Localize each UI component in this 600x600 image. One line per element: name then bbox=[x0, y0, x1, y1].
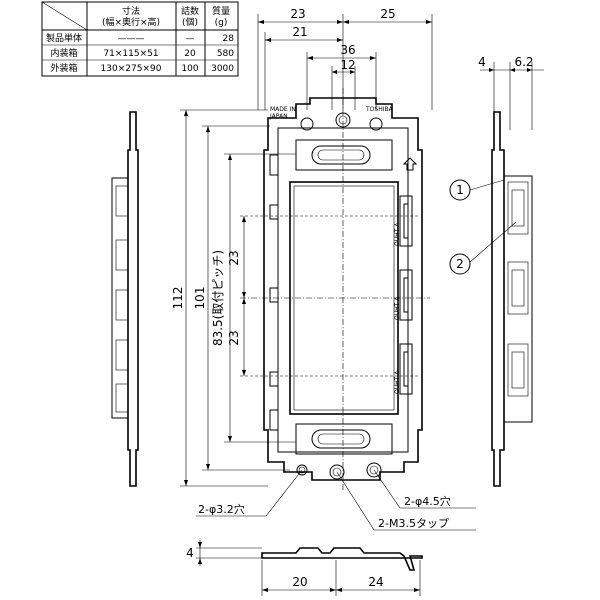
dim-pitch: 83.5(取付ピッチ) bbox=[211, 250, 225, 346]
row-mass: 580 bbox=[217, 49, 234, 59]
callout-hole-large: 2-φ4.5穴 bbox=[404, 494, 451, 508]
header-dims-sub: (幅×奥行×高) bbox=[102, 16, 160, 28]
header-mass-sub: (g) bbox=[215, 18, 228, 28]
tap-bottom bbox=[329, 464, 345, 480]
frame-inner-band bbox=[277, 127, 409, 453]
row-label: 外装箱 bbox=[50, 62, 77, 74]
side-body-right bbox=[503, 175, 533, 423]
marking-made-in: MADE IN bbox=[270, 106, 296, 113]
dim-spacing-lower: 23 bbox=[227, 330, 241, 345]
marker-2-label: 2 bbox=[456, 257, 464, 271]
left-side-tabs bbox=[269, 154, 279, 431]
hole-bottom-right bbox=[366, 462, 382, 478]
top-bridge bbox=[295, 139, 393, 171]
marker-2 bbox=[449, 253, 471, 275]
bottom-profile bbox=[261, 547, 423, 571]
left-side-profile bbox=[111, 111, 139, 487]
callout-tap: 2-M3.5タップ bbox=[378, 517, 449, 530]
hole-callouts: 2-φ3.2穴 2-φ4.5穴 2-M3.5タップ bbox=[196, 469, 476, 531]
hole-bottom-left bbox=[296, 464, 308, 476]
dim-bottom-24: 24 bbox=[368, 575, 383, 589]
header-qty: 詰数 bbox=[181, 5, 199, 17]
hole-top-right bbox=[369, 117, 383, 131]
marking-japan: JAPAN bbox=[269, 113, 288, 120]
dim-height-112: 112 bbox=[171, 287, 185, 310]
dim-bottom-4: 4 bbox=[186, 546, 194, 560]
row-dims: 71×115×51 bbox=[103, 49, 158, 59]
marker-2-leader bbox=[469, 221, 517, 263]
header-mass: 質量 bbox=[212, 5, 230, 17]
dim-height-101: 101 bbox=[193, 287, 207, 310]
side-body-left bbox=[111, 177, 129, 419]
bottom-slot bbox=[311, 429, 371, 449]
marker-1-leader bbox=[469, 179, 505, 191]
dim-spacing-upper: 23 bbox=[227, 250, 241, 265]
dim-top-left: 23 bbox=[290, 7, 305, 21]
top-dimensions: 23 25 21 36 12 bbox=[257, 7, 433, 110]
bottom-bridge bbox=[295, 423, 393, 455]
side-plate-left bbox=[127, 111, 139, 487]
up-arrow-icon bbox=[402, 157, 418, 171]
dim-side-4: 4 bbox=[478, 55, 486, 69]
row-qty: — bbox=[186, 34, 195, 44]
header-diagonal bbox=[41, 1, 88, 31]
callout-hole-small: 2-φ3.2穴 bbox=[198, 502, 245, 516]
right-side-view: 4 6.2 1 2 bbox=[449, 55, 544, 487]
dim-bottom-20: 20 bbox=[292, 575, 307, 589]
dim-top-right: 25 bbox=[380, 7, 395, 21]
right-side-clips: OUHT A OUHT A OUHT A bbox=[394, 157, 418, 395]
marking-brand: TOSHIBA bbox=[365, 106, 394, 113]
row-mass: 28 bbox=[223, 34, 235, 44]
row-qty: 100 bbox=[181, 64, 198, 74]
row-dims: ——— bbox=[118, 34, 145, 44]
side-mark: OUHT A bbox=[394, 370, 401, 394]
row-label: 製品単体 bbox=[46, 32, 82, 44]
row-dims: 130×275×90 bbox=[101, 64, 162, 74]
marker-1-label: 1 bbox=[456, 183, 464, 197]
side-mark: OUHT A bbox=[394, 296, 401, 320]
side-plate-right bbox=[491, 111, 505, 487]
dim-side-6-2: 6.2 bbox=[514, 55, 533, 69]
spec-table: 寸法 (幅×奥行×高) 詰数 (個) 質量 (g) 製品単体 ——— — 28 … bbox=[41, 1, 239, 77]
hole-top-left bbox=[300, 117, 314, 131]
spec-table-frame bbox=[41, 1, 239, 77]
dim-top-21: 21 bbox=[292, 25, 307, 39]
row-mass: 3000 bbox=[211, 64, 234, 74]
header-qty-sub: (個) bbox=[182, 16, 198, 28]
side-mark: OUHT A bbox=[394, 222, 401, 246]
front-view: OUHT A OUHT A OUHT A MADE IN JAPAN TOSHI… bbox=[240, 88, 430, 490]
dim-top-12: 12 bbox=[340, 58, 355, 72]
bottom-view: 4 20 24 bbox=[186, 540, 423, 596]
left-dimensions: 112 101 83.5(取付ピッチ) 23 23 bbox=[171, 109, 296, 487]
frame-outline bbox=[263, 97, 423, 481]
header-dims: 寸法 bbox=[122, 5, 140, 17]
row-label: 内装箱 bbox=[50, 47, 77, 59]
dim-top-36: 36 bbox=[340, 43, 355, 57]
top-slot bbox=[311, 145, 371, 165]
row-qty: 20 bbox=[184, 49, 196, 59]
